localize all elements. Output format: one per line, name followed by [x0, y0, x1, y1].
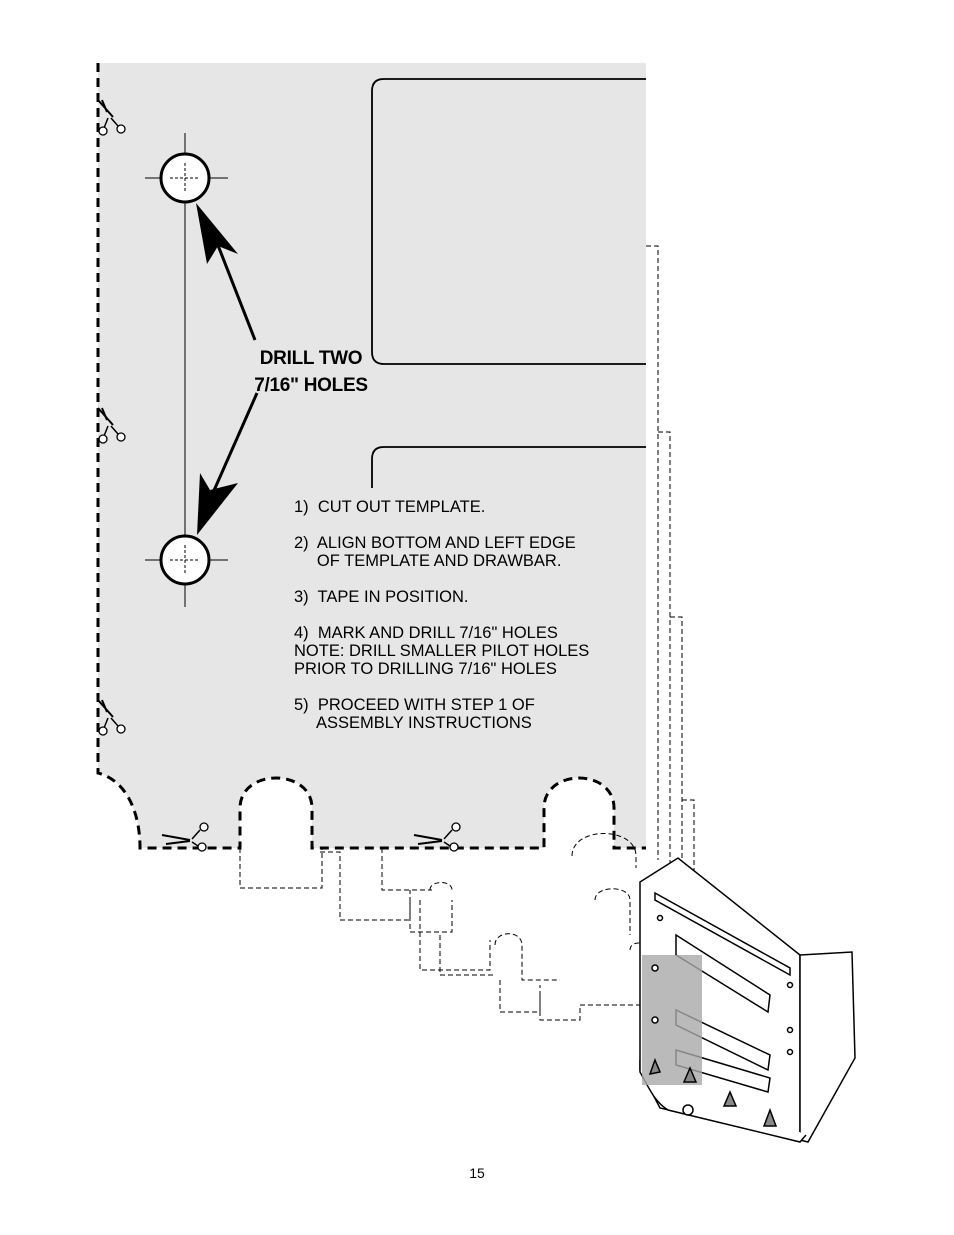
template-cutout-upper — [371, 78, 646, 365]
instruction-line: 5) PROCEED WITH STEP 1 OF — [294, 696, 535, 714]
instruction-step: 2) ALIGN BOTTOM AND LEFT EDGE OF TEMPLAT… — [294, 534, 634, 570]
drill-callout-line2: 7/16" HOLES — [254, 375, 368, 396]
scissors-icon — [97, 699, 126, 736]
drill-hole-icon — [145, 152, 228, 204]
instruction-line: 2) ALIGN BOTTOM AND LEFT EDGE — [294, 534, 576, 552]
drill-callout: DRILL TWO 7/16" HOLES — [236, 345, 386, 399]
instruction-step: 3) TAPE IN POSITION. — [294, 588, 634, 606]
arrow-icon — [197, 392, 259, 535]
scissors-icon — [97, 407, 126, 444]
template-cutout-lower — [371, 446, 646, 488]
drawbar-bracket — [639, 857, 856, 1143]
instruction-line: 3) TAPE IN POSITION. — [294, 588, 469, 606]
scissors-icon — [413, 822, 461, 852]
stacked-template-pages — [239, 245, 695, 1021]
instruction-step: 4) MARK AND DRILL 7/16" HOLES NOTE: DRIL… — [294, 624, 634, 678]
scissors-icon — [97, 99, 126, 136]
scissors-icon — [161, 822, 209, 852]
page-number: 15 — [469, 1165, 485, 1181]
instruction-line: OF TEMPLATE AND DRAWBAR. — [294, 552, 562, 570]
drill-hole-icon — [145, 534, 228, 586]
instruction-line: ASSEMBLY INSTRUCTIONS — [294, 714, 532, 732]
instruction-step: 5) PROCEED WITH STEP 1 OF ASSEMBLY INSTR… — [294, 696, 634, 732]
instructions-list: 1) CUT OUT TEMPLATE. 2) ALIGN BOTTOM AND… — [294, 498, 634, 750]
instruction-line: NOTE: DRILL SMALLER PILOT HOLES — [294, 642, 590, 660]
instruction-step: 1) CUT OUT TEMPLATE. — [294, 498, 634, 516]
arrow-icon — [196, 203, 257, 341]
drill-callout-line1: DRILL TWO — [259, 348, 363, 369]
instruction-line: PRIOR TO DRILLING 7/16" HOLES — [294, 660, 557, 678]
instruction-line: 4) MARK AND DRILL 7/16" HOLES — [294, 624, 558, 642]
instruction-line: 1) CUT OUT TEMPLATE. — [294, 498, 486, 516]
